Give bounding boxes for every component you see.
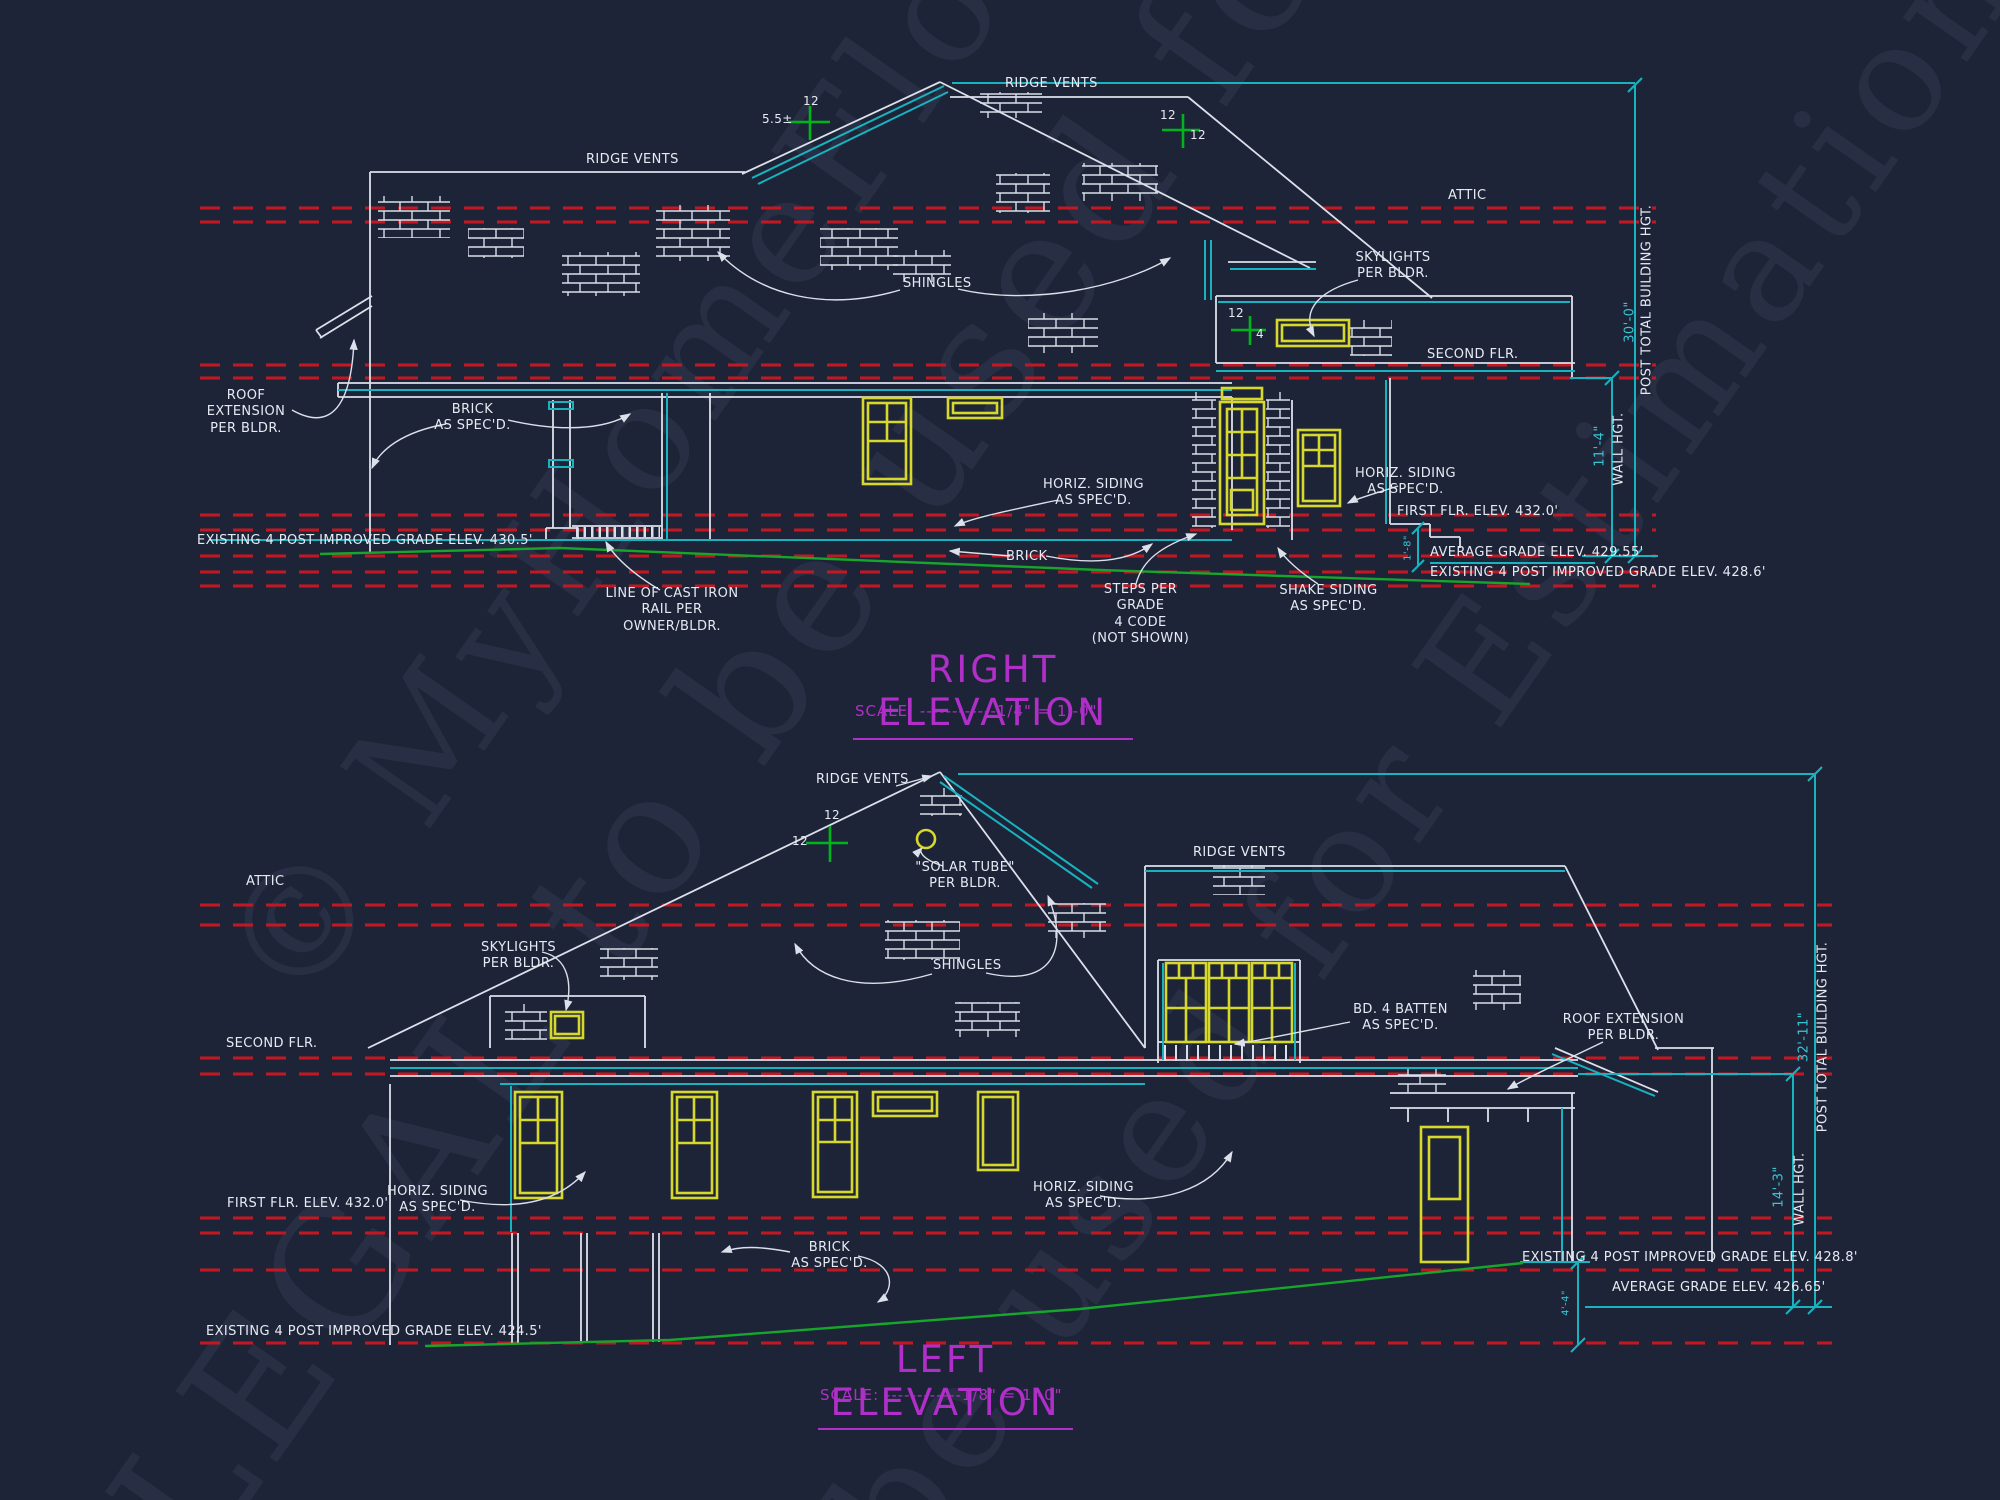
fixed-window [976, 1090, 1020, 1172]
dim-grade-offset: 1'-8" [1402, 535, 1414, 561]
label-steps: STEPS PER GRADE 4 CODE (NOT SHOWN) [1091, 582, 1190, 646]
leader-lines-left-elevation [459, 774, 1604, 1303]
pitch-run-label: 12 [803, 94, 820, 108]
structure-right-elevation [315, 81, 1575, 552]
label-brick-as-specd: BRICK AS SPEC'D. [434, 402, 511, 434]
datum-lines-right-elevation [200, 206, 1656, 588]
leader-lines-right-elevation [291, 250, 1399, 591]
label-second-flr: SECOND FLR. [226, 1036, 318, 1051]
pitch-rise-label: 5.5± [762, 112, 793, 126]
openings-left-elevation [513, 828, 1470, 1264]
label-existing-grade-left: EXISTING 4 POST IMPROVED GRADE ELEV. 430… [197, 533, 533, 548]
window-double-hung [811, 1090, 859, 1199]
trim-left-elevation [390, 775, 1656, 1262]
window-double-hung [513, 1090, 564, 1200]
dim-grade-offset: 4'-4" [1560, 1290, 1572, 1316]
openings-right-elevation [861, 318, 1351, 526]
window-double-hung [670, 1090, 719, 1200]
pitch-rise-label: 12 [792, 834, 809, 848]
label-shingles: SHINGLES [903, 276, 972, 291]
window-double-hung [1296, 428, 1342, 508]
label-shake-siding: SHAKE SIDING AS SPEC'D. [1279, 583, 1378, 615]
pitch-run-label: 12 [1228, 306, 1245, 320]
shingle-hatch-patches [505, 788, 1521, 1092]
trim-right-elevation [210, 85, 1575, 541]
label-second-flr: SECOND FLR. [1427, 347, 1519, 362]
label-solar-tube: "SOLAR TUBE" PER BLDR. [915, 860, 1015, 892]
label-skylights: SKYLIGHTS PER BLDR. [1355, 250, 1431, 282]
skylight [1275, 318, 1351, 348]
front-door [1218, 386, 1266, 526]
label-roof-extension: ROOF EXTENSION PER BLDR. [206, 388, 286, 436]
pitch-rise-label: 12 [1190, 128, 1207, 142]
left-elevation-scale: SCALE: ------------1/8" = 1'-0" [820, 1386, 1063, 1404]
basement-door [1419, 1125, 1470, 1264]
label-attic: ATTIC [1448, 188, 1487, 203]
label-first-flr-elev: FIRST FLR. ELEV. 432.0' [227, 1196, 389, 1211]
label-brick-as-specd: BRICK AS SPEC'D. [791, 1240, 868, 1272]
label-attic: ATTIC [246, 874, 285, 889]
dim-wall-height: 14'-3" [1771, 1166, 1787, 1208]
label-shingles: SHINGLES [933, 958, 1002, 973]
label-existing-grade-right: EXISTING 4 POST IMPROVED GRADE ELEV. 428… [1430, 565, 1766, 580]
dim-total-height-label: POST TOTAL BUILDING HGT. [1815, 941, 1831, 1133]
left-elevation-title: LEFT ELEVATION [818, 1338, 1073, 1430]
grade-line-left-elevation [424, 1261, 1524, 1348]
grade-line-right-elevation [319, 546, 1531, 586]
transom-window [946, 396, 1004, 420]
solar-tube [915, 828, 937, 850]
label-existing-grade-right: EXISTING 4 POST IMPROVED GRADE ELEV. 428… [1522, 1250, 1858, 1265]
label-ridge-vents-left: RIDGE VENTS [586, 152, 679, 167]
dim-total-height: 30'-0" [1622, 301, 1638, 343]
label-roof-extension: ROOF EXTENSION PER BLDR. [1562, 1012, 1685, 1044]
dimensions-right-elevation [952, 77, 1658, 573]
label-ridge-vents-left: RIDGE VENTS [816, 772, 909, 787]
pitch-markers-right-elevation [788, 106, 1266, 345]
pitch-rise-label: 4 [1256, 327, 1265, 341]
dim-total-height-label: POST TOTAL BUILDING HGT. [1639, 204, 1655, 396]
triple-bay-window [1164, 961, 1294, 1044]
label-existing-grade-left: EXISTING 4 POST IMPROVED GRADE ELEV. 424… [206, 1324, 542, 1339]
dim-wall-height: 11'-4" [1592, 425, 1608, 467]
datum-lines-left-elevation [200, 903, 1832, 1345]
dim-wall-height-label: WALL HGT. [1611, 412, 1627, 486]
right-elevation-title: RIGHT ELEVATION [853, 648, 1133, 740]
right-elevation-scale: SCALE: ------------1/4" = 1'-0" [855, 702, 1098, 720]
transom-window [871, 1090, 939, 1118]
label-first-flr-elev: FIRST FLR. ELEV. 432.0' [1397, 504, 1559, 519]
shingle-hatch-patches [378, 92, 1392, 528]
pitch-run-label: 12 [824, 808, 841, 822]
skylight [549, 1010, 585, 1040]
dim-total-height: 32'-11" [1796, 1011, 1812, 1063]
pitch-run-label: 12 [1160, 108, 1177, 122]
label-skylights: SKYLIGHTS PER BLDR. [481, 940, 556, 972]
label-horiz-siding-mid: HORIZ. SIDING AS SPEC'D. [1033, 1180, 1134, 1212]
pitch-marker-left-elevation [806, 826, 848, 862]
label-horiz-siding-right: HORIZ. SIDING AS SPEC'D. [1355, 466, 1456, 498]
label-cast-iron-rail: LINE OF CAST IRON RAIL PER OWNER/BLDR. [605, 586, 739, 634]
label-horiz-siding-left: HORIZ. SIDING AS SPEC'D. [1043, 477, 1144, 509]
label-avg-grade-elev: AVERAGE GRADE ELEV. 426.65' [1612, 1280, 1826, 1295]
label-brick: BRICK [1006, 549, 1048, 564]
label-horiz-siding-left: HORIZ. SIDING AS SPEC'D. [387, 1184, 488, 1216]
label-bd-batten: BD. 4 BATTEN AS SPEC'D. [1353, 1002, 1448, 1034]
dimensions-left-elevation [958, 766, 1832, 1353]
structure-left-elevation [367, 771, 1714, 1345]
dim-wall-height-label: WALL HGT. [1792, 1152, 1808, 1226]
label-ridge-vents-right: RIDGE VENTS [1193, 845, 1286, 860]
label-avg-grade-elev: AVERAGE GRADE ELEV. 429.55' [1430, 545, 1644, 560]
window-double-hung [861, 396, 913, 486]
label-ridge-vents-top: RIDGE VENTS [1005, 76, 1098, 91]
